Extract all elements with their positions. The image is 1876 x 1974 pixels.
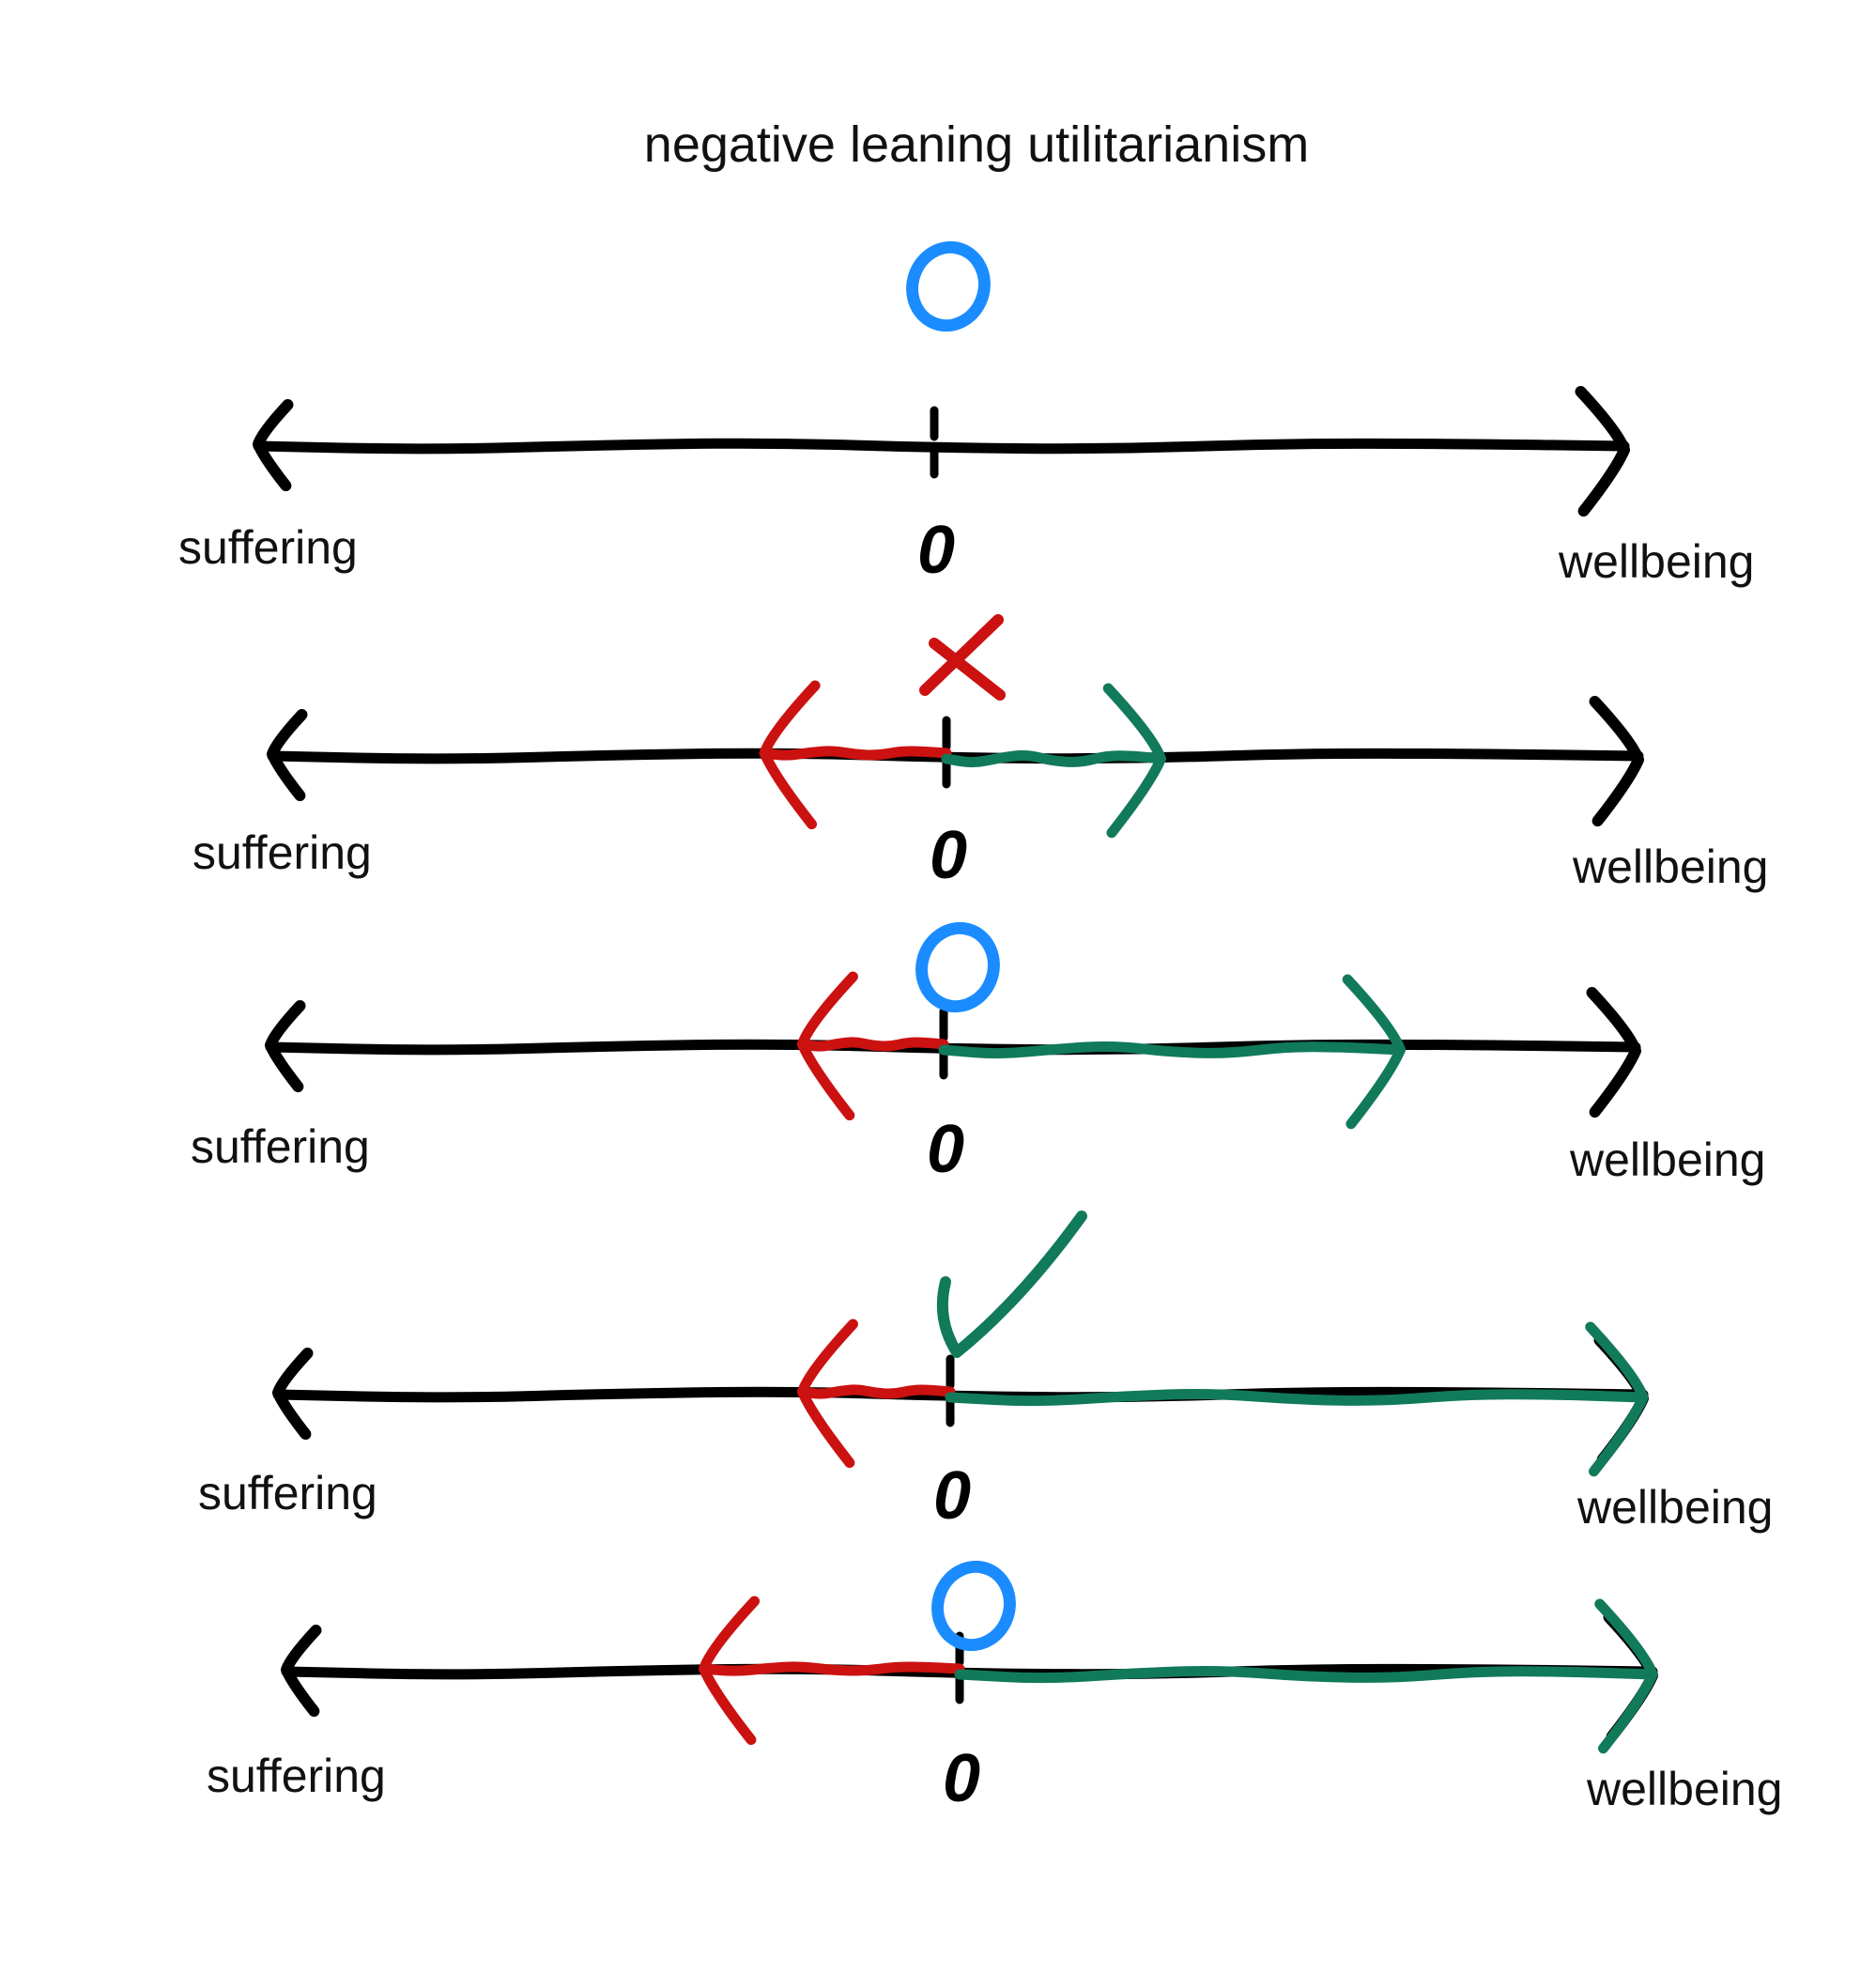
axis-left-arrowhead — [281, 1625, 322, 1718]
number-line-row: suffering 0 wellbeing — [191, 921, 1765, 1187]
number-line-row: suffering 0 wellbeing — [178, 240, 1754, 588]
wellbeing-arrow-shaft — [954, 1666, 1658, 1684]
wellbeing-label: wellbeing — [1576, 1481, 1773, 1534]
suffering-arrow-shaft — [759, 746, 952, 761]
suffering-arrow-shaft — [699, 1661, 965, 1676]
axis-left-arrowhead — [272, 1348, 314, 1441]
axis-left-arrowhead — [267, 709, 308, 802]
suffering-arrowhead — [699, 1596, 761, 1746]
wellbeing-arrow-shaft — [938, 1041, 1406, 1059]
number-line-row: suffering 0 wellbeing — [198, 1211, 1773, 1534]
number-line-row: suffering 0 wellbeing — [207, 1560, 1782, 1816]
suffering-arrow-shaft — [796, 1037, 949, 1052]
suffering-label: suffering — [192, 826, 372, 879]
wellbeing-label: wellbeing — [1586, 1763, 1782, 1815]
axis-left-arrowhead — [265, 1000, 306, 1093]
zero-label: 0 — [917, 513, 955, 588]
suffering-label: suffering — [207, 1750, 386, 1802]
wellbeing-arrowhead — [1585, 1321, 1649, 1477]
wellbeing-arrowhead — [1342, 974, 1406, 1130]
diagram-title: negative leaning utilitarianism — [644, 116, 1309, 173]
zero-label: 0 — [930, 818, 967, 893]
axis-right-arrowhead — [1575, 386, 1630, 517]
wellbeing-label: wellbeing — [1572, 840, 1768, 893]
wellbeing-arrow-shaft — [945, 1389, 1649, 1407]
suffering-label: suffering — [191, 1120, 370, 1173]
suffering-label: suffering — [198, 1467, 377, 1519]
cross-mark — [919, 614, 1006, 701]
zero-label: 0 — [933, 1458, 971, 1534]
wellbeing-arrowhead — [1594, 1598, 1658, 1754]
suffering-label: suffering — [178, 521, 358, 574]
check-mark — [936, 1211, 1087, 1358]
suffering-arrowhead — [796, 1319, 858, 1469]
number-line-row: suffering 0 wellbeing — [192, 614, 1768, 893]
suffering-arrow-shaft — [796, 1384, 956, 1399]
wellbeing-arrow-shaft — [941, 750, 1166, 768]
neutral-circle-mark — [915, 921, 1000, 1013]
suffering-arrowhead — [759, 680, 821, 830]
wellbeing-label: wellbeing — [1569, 1134, 1765, 1186]
axis-right-arrowhead — [1589, 696, 1644, 827]
axis-left-arrowhead — [253, 399, 294, 492]
wellbeing-arrowhead — [1102, 683, 1166, 839]
axis-right-arrowhead — [1586, 987, 1641, 1118]
neutral-circle-mark — [931, 1560, 1016, 1652]
axis-line — [253, 438, 1630, 455]
zero-label: 0 — [927, 1112, 964, 1187]
zero-label: 0 — [943, 1741, 980, 1816]
wellbeing-label: wellbeing — [1558, 535, 1754, 588]
suffering-arrowhead — [796, 971, 858, 1121]
neutral-circle-mark — [906, 240, 991, 332]
